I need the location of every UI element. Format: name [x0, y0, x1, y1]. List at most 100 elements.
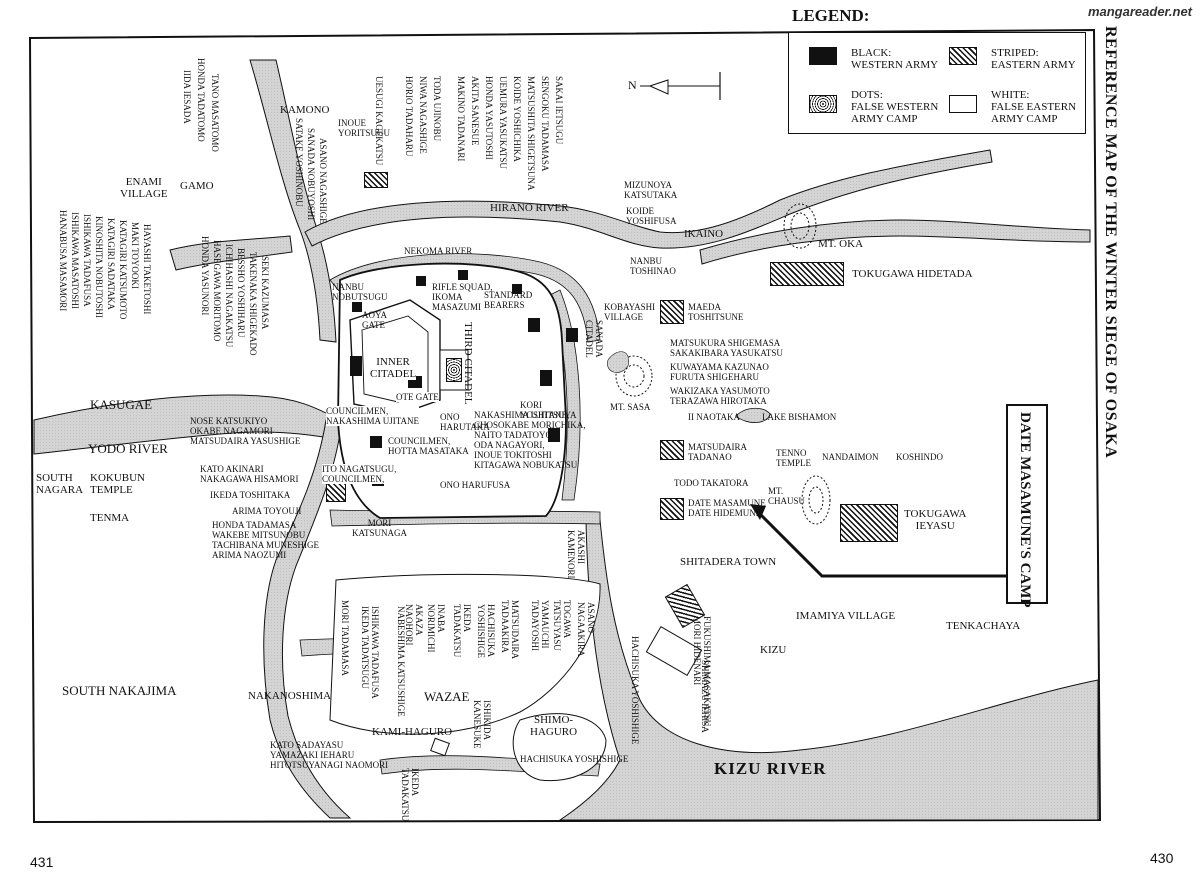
cmdr-councilmen-hotta: COUNCILMEN, HOTTA MASATAKA	[388, 436, 469, 456]
place-enami: ENAMI VILLAGE	[120, 176, 168, 200]
cmdr-akashi: AKASHI KAMENORI	[566, 530, 586, 579]
place-yodo-river: YODO RIVER	[88, 441, 168, 456]
page-number-right: 430	[1150, 850, 1174, 866]
vname-inaba: INABA NORIMICHI	[426, 604, 446, 653]
mt-oka	[783, 203, 817, 249]
vname-ishikawa-ikeda: ISHIKAWA TADAFUSA IKEDA TADATSUGU	[360, 606, 380, 699]
cmdr-mizunoya: MIZUNOYA KATSUTAKA	[624, 180, 678, 200]
dot-camp-third-citadel	[446, 358, 462, 382]
date-arrow	[754, 508, 1006, 578]
cmdr-nakashima-block: NAKASHIMA UJITANE, CHOSOKABE MORICHIKA, …	[474, 410, 586, 470]
cmdr-councilmen-nakashima: COUNCILMEN, NAKASHIMA UJITANE	[326, 406, 420, 426]
vname-yamauchi: YAMAUCHI TADAYOSHI	[530, 600, 550, 651]
legend-swatch-striped	[949, 47, 977, 65]
cmdr-koide-yoshifusa: KOIDE YOSHIFUSA	[626, 206, 677, 226]
place-imamiya: IMAMIYA VILLAGE	[796, 610, 896, 622]
legend: BLACK: WESTERN ARMY STRIPED: EASTERN ARM…	[788, 32, 1086, 134]
camp-tokugawa-ieyasu	[840, 504, 898, 542]
vname-bessho: BESSHO YOSHIHARU	[236, 248, 246, 338]
place-koshindo: KOSHINDO	[896, 452, 943, 462]
place-inner-citadel: INNER CITADEL	[370, 356, 417, 380]
place-aoya-gate: AOYA GATE	[362, 310, 388, 330]
place-nakanoshima: NAKANOSHIMA	[248, 690, 332, 702]
place-mt-sasa: MT. SASA	[610, 402, 651, 412]
north-river-branch	[249, 59, 337, 343]
vname-akaza: AKAZA NAOHORI	[404, 604, 424, 646]
camp-uesugi	[364, 172, 388, 188]
vname-niwa: NIWA NAGASHIGE	[418, 76, 428, 154]
vname-maki: MAKI TOYOOKI	[130, 222, 140, 289]
place-third-citadel: THIRD CITADEL	[462, 322, 474, 405]
cmdr-date: DATE MASAMUNE DATE HIDEMUNE	[688, 498, 766, 518]
place-ikaino: IKAINO	[684, 228, 724, 240]
west-marker-8	[352, 302, 362, 312]
vname-uesugi: UESUGI KAGEKATSU	[374, 76, 384, 166]
west-marker-9	[458, 270, 468, 280]
cmdr-todo: TODO TAKATORA	[674, 478, 749, 488]
vname-takenaka: TAKENAKA SHIGEKADO	[248, 252, 258, 356]
place-wazae: WAZAE	[424, 689, 470, 704]
place-south-nagara: SOUTH NAGARA	[36, 472, 84, 496]
vname-katagiri-katsumoto: KATAGIRI KATSUMOTO	[118, 220, 128, 320]
place-shitadera: SHITADERA TOWN	[680, 556, 777, 568]
place-kasugae: KASUGAE	[90, 397, 153, 412]
place-mt-chausu: MT. CHAUSU	[768, 486, 806, 506]
place-shimo-haguro: SHIMO- HAGURO	[530, 714, 578, 738]
cmdr-hachisuka-h: HACHISUKA YOSHISHIGE	[520, 754, 629, 764]
vname-tano-masatomo: TANO MASATOMO	[210, 74, 220, 152]
cmdr-kato-sadayasu: KATO SADAYASU YAMAZAKI IEHARU HITOTSUYAN…	[270, 740, 389, 770]
wazae-island	[329, 573, 601, 735]
cmdr-rifle-squad: RIFLE SQUAD, IKOMA MASAZUMI	[432, 282, 493, 312]
cmdr-ono-harufusa: ONO HARUFUSA	[440, 480, 511, 490]
vname-honda-yasutoshi: HONDA YASUTOSHI	[484, 76, 494, 160]
place-ote-gate: OTE GATE	[396, 392, 439, 402]
place-kami-haguro: KAMI-HAGURO	[372, 726, 453, 738]
place-kobayashi: KOBAYASHI VILLAGE	[604, 302, 656, 322]
place-kizu-river: KIZU RIVER	[714, 759, 827, 778]
cmdr-ito: ITO NAGATSUGU, COUNCILMEN,	[322, 464, 397, 484]
west-marker-10	[512, 284, 522, 294]
vname-honda-tadatomo: HONDA TADATOMO	[196, 58, 206, 142]
cmdr-tokugawa-hidetada: TOKUGAWA HIDETADA	[852, 268, 973, 280]
vname-akita: AKITA SANESUE	[470, 76, 480, 146]
north-label: N	[628, 78, 637, 92]
legend-swatch-white	[949, 95, 977, 113]
lake-kobayashi	[607, 351, 629, 373]
north-arrow	[640, 72, 721, 100]
map-title: REFERENCE MAP OF THE WINTER SIEGE OF OSA…	[1102, 26, 1119, 459]
vname-honda-yasunori: HONDA YASUNORI	[200, 236, 210, 316]
legend-label-striped: STRIPED: EASTERN ARMY	[991, 47, 1076, 71]
watermark: mangareader.net	[1087, 4, 1192, 19]
place-lake-bishamon: LAKE BISHAMON	[762, 412, 837, 422]
cmdr-mori-katsunaga: MORI KATSUNAGA	[352, 518, 408, 538]
vname-hanabusa: HANABUSA MASAMORI	[58, 210, 68, 312]
vname-koide-yoshichika: KOIDE YOSHICHIKA	[512, 76, 522, 162]
vname-seki: SEKI KAZUMASA	[260, 256, 270, 330]
vname-iida-iesada: IIDA IESADA	[182, 70, 192, 124]
vname-togawa: TOGAWA TATSUYASU	[552, 600, 572, 651]
ikaino-river	[699, 219, 1091, 265]
cmdr-maeda: MAEDA TOSHITSUNE	[688, 302, 744, 322]
cmdr-ikeda-toshitaka: IKEDA TOSHITAKA	[210, 490, 291, 500]
place-kokubun: KOKUBUN TEMPLE	[90, 472, 145, 496]
page-number-left: 431	[30, 854, 54, 870]
cmdr-shimazu: SHIMAZU IEHISA	[700, 660, 710, 733]
cmdr-arima-toyouji: ARIMA TOYOUJI	[232, 506, 302, 516]
west-marker-1	[350, 356, 362, 376]
lake-bishamon	[735, 407, 771, 423]
date-camp-callout: DATE MASAMUNE'S CAMP	[1006, 404, 1048, 608]
cmdr-kuwayama: KUWAYAMA KAZUNAO FURUTA SHIGEHARU	[670, 362, 769, 382]
legend-title: LEGEND:	[792, 6, 870, 25]
legend-swatch-black	[809, 47, 837, 65]
sanada-citadel-marker	[566, 328, 578, 342]
vname-kinoshita: KINOSHITA NOBUTOSHI	[94, 216, 104, 318]
legend-swatch-dots	[809, 95, 837, 113]
cmdr-tokugawa-ieyasu: TOKUGAWA IEYASU	[904, 508, 967, 532]
vname-sanada-nobuyoshi: SANADA NOBUYOSHI	[306, 128, 316, 221]
vname-horio: HORIO TADAHARU	[404, 76, 414, 157]
cmdr-ono-harutaka: ONO HARUTAKA	[440, 412, 490, 432]
camp-matsudaira-tadanao	[660, 440, 684, 460]
vname-hachisuka: HACHISUKA YOSHISHIGE	[476, 604, 496, 658]
vname-uemura: UEMURA YASUKATSU	[498, 76, 508, 169]
